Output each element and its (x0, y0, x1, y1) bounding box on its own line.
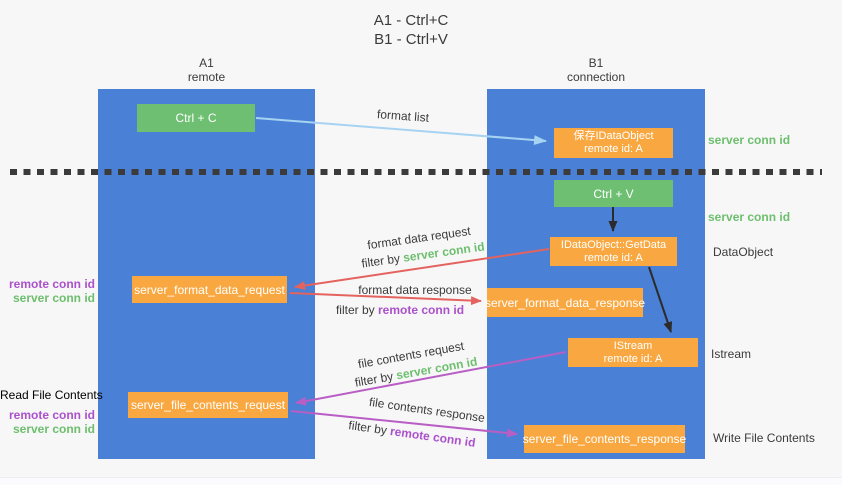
server-conn-id-right-mid: server conn id (708, 210, 791, 224)
istream-title: IStream (613, 339, 653, 352)
node-ctrl-v: Ctrl + V (554, 180, 673, 207)
save-idataobject-title: 保存IDataObject (573, 130, 654, 142)
ctrl-v-label: Ctrl + V (593, 186, 634, 201)
istream-side-label: Istream (711, 347, 752, 361)
node-istream: IStream remote id: A (568, 338, 698, 367)
title-line-2: B1 - Ctrl+V (374, 31, 448, 48)
save-idataobject-remote-id: remote id: A (584, 143, 643, 155)
server-file-contents-request-label: server_file_contents_request (130, 398, 286, 412)
filter-by-text: filter by (335, 303, 375, 317)
format-list-label: format list (377, 107, 430, 125)
server-format-data-response-label: server_format_data_response (484, 295, 646, 310)
phase-divider-dotted-line (10, 169, 822, 175)
remote-conn-id-left-mid: remote conn id (8, 277, 95, 291)
getdata-remote-id: remote id: A (584, 251, 643, 264)
ctrl-c-label: Ctrl + C (175, 111, 217, 125)
format-data-response-label: format data response (358, 283, 471, 297)
server-conn-id-left-bottom: server conn id (12, 422, 95, 436)
getdata-title: IDataObject::GetData (560, 238, 667, 251)
right-column-header: B1 connection (487, 56, 705, 84)
left-column-role: remote (187, 70, 226, 84)
format-data-response-text: format data response (358, 283, 472, 297)
file-contents-response-text: file contents response (368, 394, 486, 426)
node-ctrl-c: Ctrl + C (137, 104, 255, 132)
node-server-format-data-response: server_format_data_response (484, 288, 646, 317)
server-conn-id-left-mid: server conn id (12, 291, 95, 305)
dataobject-side-label: DataObject (713, 245, 774, 259)
left-conn-id-stack-mid: remote conn id server conn id (0, 277, 95, 305)
title-line-1: A1 - Ctrl+C (373, 12, 449, 29)
filter-by-remote-conn-id-label-1: filter by remote conn id (336, 303, 464, 317)
format-list-text: format list (376, 107, 430, 125)
node-server-file-contents-response: server_file_contents_response (522, 425, 687, 453)
server-file-contents-response-label: server_file_contents_response (522, 432, 687, 446)
right-column-role: connection (566, 70, 626, 84)
read-file-contents-label-wrap: Read File Contents (0, 388, 103, 402)
remote-conn-id-text: remote conn id (389, 424, 477, 450)
node-server-format-data-request: server_format_data_request (132, 276, 287, 303)
filter-by-remote-conn-id-label-2: filter by remote conn id (348, 418, 477, 450)
node-idataobject-getdata: IDataObject::GetData remote id: A (550, 237, 677, 266)
right-column-name: B1 (588, 56, 604, 70)
remote-conn-id-left-bottom: remote conn id (8, 408, 95, 422)
node-save-idataobject: 保存IDataObject remote id: A (554, 128, 673, 158)
node-server-file-contents-request: server_file_contents_request (128, 392, 288, 418)
left-column-header: A1 remote (98, 56, 315, 84)
filter-by-text: filter by (360, 251, 401, 271)
filter-by-text: filter by (347, 418, 388, 438)
write-file-contents-label: Write File Contents (713, 431, 815, 445)
filter-by-text: filter by (353, 369, 395, 390)
server-format-data-request-label: server_format_data_request (134, 282, 285, 297)
window-bottom-edge (0, 477, 842, 485)
left-conn-id-stack-bottom: remote conn id server conn id (0, 408, 95, 436)
diagram-title: A1 - Ctrl+C B1 - Ctrl+V (321, 11, 501, 49)
server-conn-id-right-top: server conn id (708, 133, 791, 147)
left-column-name: A1 (199, 56, 214, 70)
read-file-contents-label: Read File Contents (0, 388, 103, 402)
remote-conn-id-text: remote conn id (378, 303, 465, 317)
istream-remote-id: remote id: A (603, 352, 663, 365)
file-contents-response-label: file contents response (368, 395, 486, 425)
